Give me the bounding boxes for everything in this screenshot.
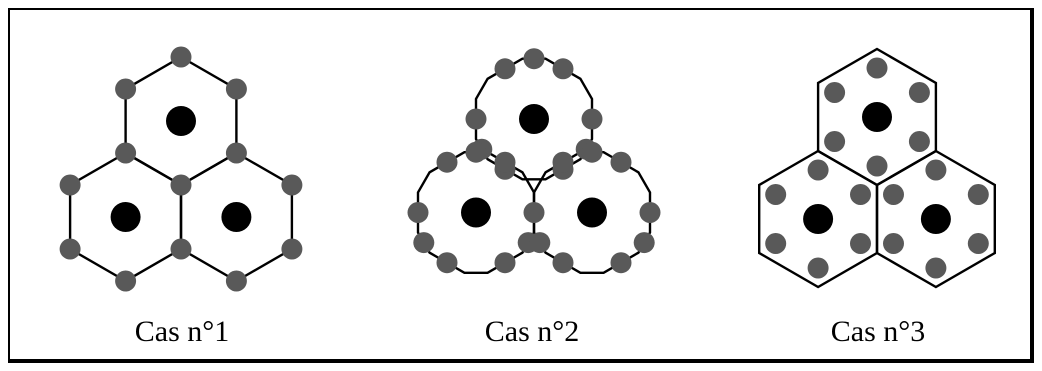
grey-atom (765, 184, 787, 205)
case-1-group (59, 46, 303, 292)
grey-atom (170, 174, 192, 196)
grey-atom (494, 252, 516, 274)
grey-atom (581, 141, 603, 163)
center-atom (862, 102, 892, 132)
grey-atom (824, 131, 846, 152)
grey-atom (465, 108, 487, 130)
center-atom (577, 197, 607, 228)
grey-atom (866, 155, 888, 177)
grey-atom (967, 233, 989, 254)
hexagon-cell (875, 149, 996, 289)
grey-atom (824, 82, 846, 103)
grey-atom (807, 159, 829, 181)
grey-atom (523, 202, 545, 223)
grey-atom (436, 252, 458, 274)
hexagon-cell (416, 150, 536, 274)
grey-atom (883, 184, 904, 205)
grey-atom (115, 78, 137, 100)
grey-atom (883, 233, 904, 254)
grey-atom (494, 151, 516, 173)
grey-atom (552, 151, 574, 173)
grey-atom (581, 108, 603, 130)
grey-atom (436, 151, 458, 173)
grey-atom (170, 46, 192, 68)
grey-atom (850, 184, 871, 205)
grey-atom (225, 270, 247, 292)
grey-atom (407, 202, 429, 223)
grey-atom (967, 184, 989, 205)
grey-atom (610, 252, 632, 274)
grey-atom (413, 232, 435, 254)
grey-atom (866, 57, 888, 79)
grey-atom (552, 252, 574, 274)
grey-atom (807, 257, 829, 279)
case-2-group (407, 48, 661, 274)
grey-atom (225, 78, 247, 100)
grey-atom (115, 142, 137, 164)
case-3-group (758, 47, 996, 289)
center-atom (920, 204, 951, 234)
caption-case-3: Cas n°3 (830, 315, 926, 348)
grey-atom (552, 58, 574, 80)
grey-atom (529, 232, 551, 254)
figure-frame (8, 8, 1034, 363)
center-atom (519, 104, 549, 134)
grey-atom (908, 131, 930, 152)
grey-atom (610, 151, 632, 173)
center-atom (803, 204, 834, 234)
grey-atom (115, 270, 137, 292)
grey-atom (59, 174, 81, 196)
grey-atom (523, 48, 545, 70)
grey-atom (170, 238, 192, 260)
grey-atom (765, 233, 787, 254)
center-atom (166, 106, 196, 136)
grey-atom (465, 141, 487, 163)
grey-atom (225, 142, 247, 164)
grey-atom (494, 58, 516, 80)
grey-atom (281, 238, 303, 260)
grey-atom (908, 82, 930, 103)
hexagon-cell (474, 57, 594, 181)
center-atom (110, 202, 141, 232)
grey-atom (639, 202, 661, 223)
grey-atom (850, 233, 871, 254)
grey-atom (281, 174, 303, 196)
grey-atom (633, 232, 655, 254)
center-atom (461, 197, 491, 228)
caption-case-1: Cas n°1 (134, 315, 230, 348)
caption-case-2: Cas n°2 (484, 315, 580, 348)
grey-atom (925, 257, 947, 279)
center-atom (221, 202, 252, 232)
hexagon-cell (532, 150, 652, 274)
grey-atom (59, 238, 81, 260)
grey-atom (925, 159, 947, 181)
